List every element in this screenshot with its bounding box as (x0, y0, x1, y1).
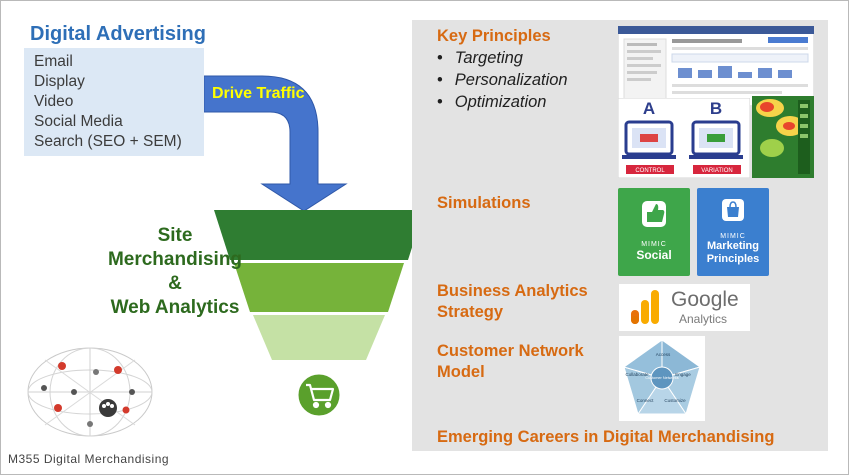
variant-b-letter: B (710, 99, 722, 118)
funnel-bottom-band (253, 315, 385, 360)
principle-targeting-text: Targeting (454, 49, 523, 67)
funnel-label-line-3: & (168, 273, 182, 294)
principle-personalization-text: Personalization (454, 71, 568, 89)
principle-targeting: •Targeting (437, 49, 523, 67)
network-center-label: Customer Networks (645, 376, 678, 380)
mimic-marketing-line1: Marketing (707, 240, 759, 252)
laptop-control-icon (622, 120, 676, 159)
mimic-social-card: MIMIC Social (618, 188, 690, 276)
customer-network-heading: Customer Network Model (437, 341, 584, 383)
key-principles-heading: Key Principles (437, 27, 551, 45)
segment-collaborate: Collaborate (625, 372, 649, 377)
drive-traffic-label: Drive Traffic (212, 85, 305, 102)
thumbs-up-icon (642, 201, 666, 227)
funnel-label-line-4: Web Analytics (110, 297, 240, 318)
mimic-social-name: Social (636, 248, 672, 262)
customer-network-line1: Customer Network (437, 342, 584, 360)
mimic-marketing-card: MIMIC Marketing Principles (697, 188, 769, 276)
heatmap-graphic (752, 96, 814, 178)
channel-social-media: Social Media (34, 113, 123, 130)
digital-advertising-title: Digital Advertising (30, 23, 206, 45)
variation-label: VARIATION (701, 168, 732, 174)
laptop-variation-icon (689, 120, 743, 159)
segment-engage: Engage (675, 372, 691, 377)
funnel-middle-band (234, 263, 404, 312)
course-footer: M355 Digital Merchandising (8, 452, 170, 466)
funnel-label-line-2: Merchandising (107, 249, 243, 270)
principle-optimization-text: Optimization (454, 93, 547, 111)
business-analytics-heading: Business Analytics Strategy (437, 281, 588, 323)
analytics-bars-icon (631, 290, 659, 324)
ad-manager-screenshot (618, 26, 814, 106)
mimic-marketing-line2: Principles (706, 253, 760, 265)
shopping-cart-icon (306, 383, 335, 409)
mimic-social-brand: MIMIC (641, 241, 667, 248)
funnel-label-line-1: Site (157, 225, 193, 246)
google-wordmark: Google (671, 288, 739, 311)
principle-personalization: •Personalization (437, 71, 568, 89)
segment-connect: Connect (637, 398, 655, 403)
funnel-label: Site Merchandising & Web Analytics (95, 224, 255, 320)
simulations-heading: Simulations (437, 194, 531, 212)
ab-test-graphic: A B CONTROL VARIATION (618, 98, 750, 178)
customer-network-line2: Model (437, 363, 485, 381)
channel-search: Search (SEO + SEM) (34, 133, 182, 150)
emerging-careers-heading: Emerging Careers in Digital Merchandisin… (437, 428, 775, 446)
channel-email: Email (34, 53, 73, 70)
cart-circle (295, 371, 343, 419)
mimic-marketing-brand: MIMIC (720, 233, 746, 240)
funnel-top-band (214, 210, 424, 260)
segment-access: Access (656, 352, 671, 357)
shopping-bag-icon (722, 199, 744, 221)
network-globe-icon (27, 347, 153, 437)
principle-optimization: •Optimization (437, 93, 547, 111)
variant-a-letter: A (643, 99, 655, 118)
control-label: CONTROL (635, 168, 665, 174)
google-analytics-logo: Google Analytics (619, 284, 750, 331)
segment-customize: Customize (664, 398, 686, 403)
business-analytics-line1: Business Analytics (437, 282, 588, 300)
business-analytics-line2: Strategy (437, 303, 504, 321)
customer-network-diagram: Access Engage Customize Connect Collabor… (619, 336, 705, 421)
drive-traffic-arrow (203, 75, 348, 212)
channel-video: Video (34, 93, 74, 110)
advertising-channels-box: Email Display Video Social Media Search … (24, 48, 204, 156)
channel-display: Display (34, 73, 85, 90)
analytics-wordmark: Analytics (679, 312, 728, 326)
